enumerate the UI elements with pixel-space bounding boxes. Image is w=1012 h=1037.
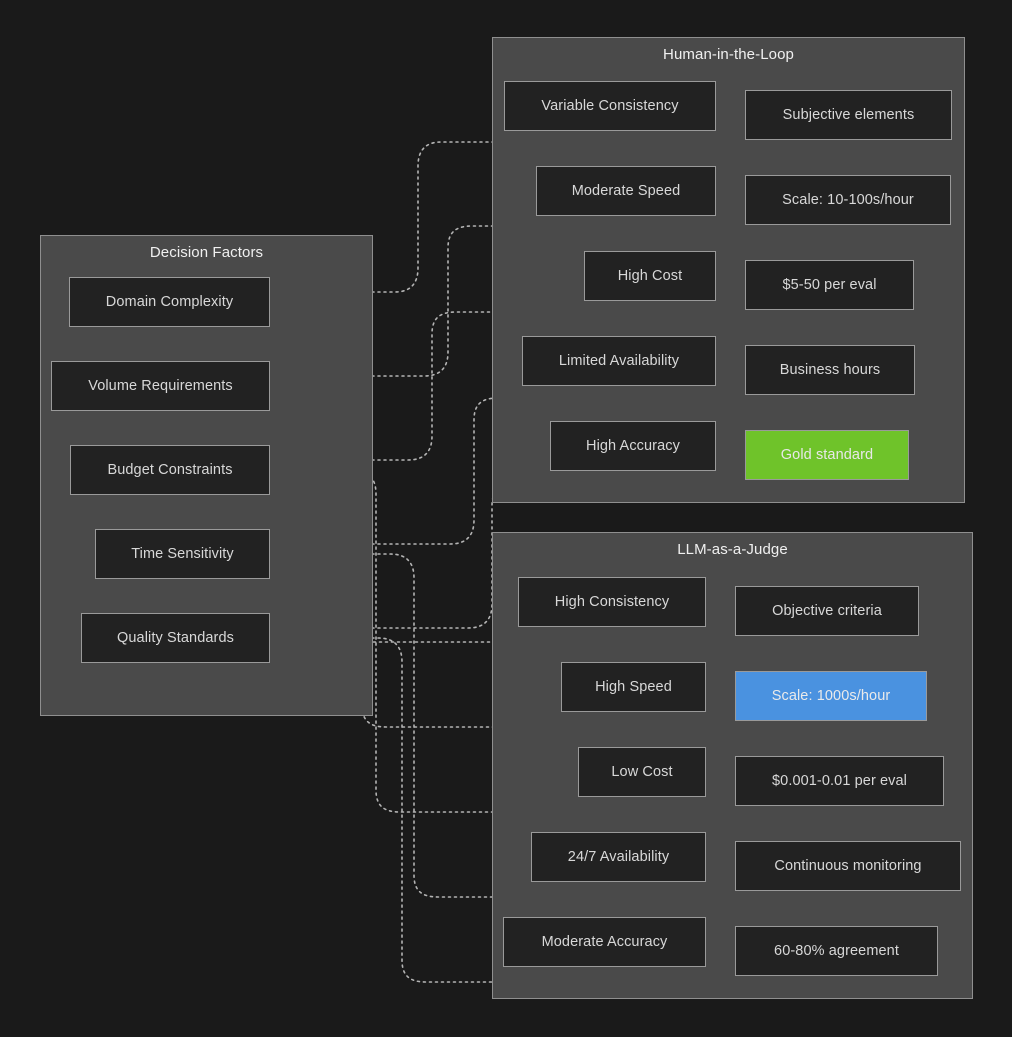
node-label: Budget Constraints xyxy=(107,462,233,478)
node-label: Limited Availability xyxy=(558,353,680,369)
node-label: Domain Complexity xyxy=(105,294,234,310)
node-hitl-subjective-elements[interactable]: Subjective elements xyxy=(745,90,952,140)
node-hitl-high-accuracy[interactable]: High Accuracy xyxy=(550,421,716,471)
node-label: Scale: 1000s/hour xyxy=(771,688,891,704)
node-label: Quality Standards xyxy=(117,630,234,646)
node-hitl-business-hours[interactable]: Business hours xyxy=(745,345,915,395)
node-quality-standards[interactable]: Quality Standards xyxy=(81,613,270,663)
cluster-title-human-in-the-loop: Human-in-the-Loop xyxy=(663,46,794,63)
node-llm-high-speed[interactable]: High Speed xyxy=(561,662,706,712)
node-label: High Accuracy xyxy=(586,438,680,454)
node-label: Moderate Speed xyxy=(571,183,681,199)
cluster-title-llm-as-a-judge: LLM-as-a-Judge xyxy=(677,541,788,558)
node-label: Gold standard xyxy=(780,447,874,463)
node-label: Business hours xyxy=(779,362,881,378)
node-label: Objective criteria xyxy=(772,603,882,619)
node-label: Scale: 10-100s/hour xyxy=(782,192,914,208)
node-label: $0.001-0.01 per eval xyxy=(771,773,907,789)
node-label: Variable Consistency xyxy=(541,98,679,114)
node-hitl-limited-availability[interactable]: Limited Availability xyxy=(522,336,716,386)
node-label: High Speed xyxy=(595,679,672,695)
node-llm-high-consistency[interactable]: High Consistency xyxy=(518,577,706,627)
node-label: High Cost xyxy=(617,268,683,284)
node-hitl-scale[interactable]: Scale: 10-100s/hour xyxy=(745,175,951,225)
node-volume-requirements[interactable]: Volume Requirements xyxy=(51,361,270,411)
node-label: Time Sensitivity xyxy=(131,546,234,562)
node-llm-low-cost[interactable]: Low Cost xyxy=(578,747,706,797)
node-label: 60-80% agreement xyxy=(774,943,899,959)
node-label: Moderate Accuracy xyxy=(541,934,668,950)
node-label: Continuous monitoring xyxy=(774,858,922,874)
node-llm-cost[interactable]: $0.001-0.01 per eval xyxy=(735,756,944,806)
node-llm-moderate-accuracy[interactable]: Moderate Accuracy xyxy=(503,917,706,967)
node-time-sensitivity[interactable]: Time Sensitivity xyxy=(95,529,270,579)
cluster-title-decision-factors: Decision Factors xyxy=(149,244,264,261)
node-label: $5-50 per eval xyxy=(782,277,877,293)
node-hitl-high-cost[interactable]: High Cost xyxy=(584,251,716,301)
node-label: High Consistency xyxy=(554,594,670,610)
node-label: Subjective elements xyxy=(782,107,915,123)
node-domain-complexity[interactable]: Domain Complexity xyxy=(69,277,270,327)
node-hitl-cost[interactable]: $5-50 per eval xyxy=(745,260,914,310)
node-llm-agreement[interactable]: 60-80% agreement xyxy=(735,926,938,976)
node-label: Low Cost xyxy=(611,764,673,780)
node-hitl-gold-standard[interactable]: Gold standard xyxy=(745,430,909,480)
node-llm-objective-criteria[interactable]: Objective criteria xyxy=(735,586,919,636)
node-budget-constraints[interactable]: Budget Constraints xyxy=(70,445,270,495)
node-llm-continuous-monitoring[interactable]: Continuous monitoring xyxy=(735,841,961,891)
node-llm-scale[interactable]: Scale: 1000s/hour xyxy=(735,671,927,721)
node-label: 24/7 Availability xyxy=(567,849,670,865)
node-hitl-variable-consistency[interactable]: Variable Consistency xyxy=(504,81,716,131)
node-llm-24-7-availability[interactable]: 24/7 Availability xyxy=(531,832,706,882)
node-label: Volume Requirements xyxy=(88,378,233,394)
node-hitl-moderate-speed[interactable]: Moderate Speed xyxy=(536,166,716,216)
